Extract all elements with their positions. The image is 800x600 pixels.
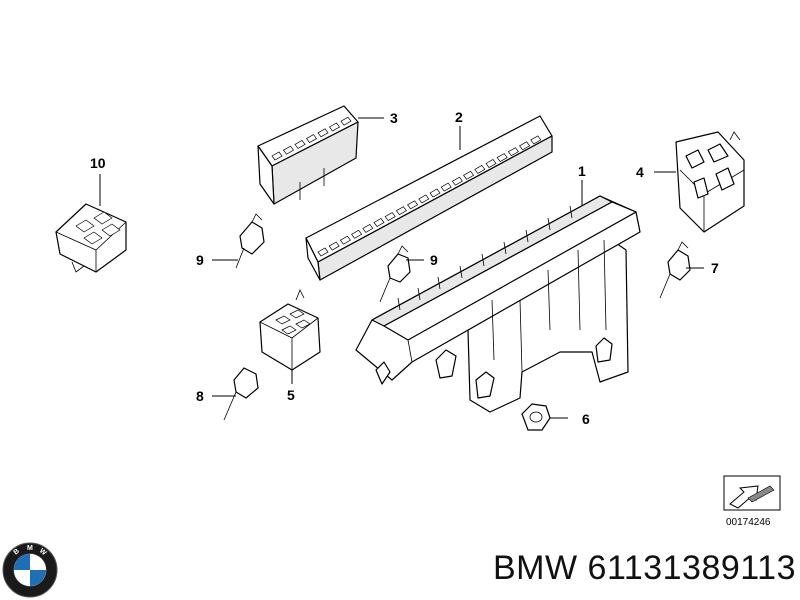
brand-name: BMW [492,549,578,587]
connector-cell [340,116,352,126]
connector-cell [530,135,542,145]
part-9-terminal-top [235,213,265,269]
callout-2: 2 [455,109,463,125]
connector-cell [282,145,295,155]
callout-4: 4 [636,164,644,180]
callout-9-right: 9 [430,252,438,268]
connector-cell [395,206,407,216]
connector-cell [271,151,283,161]
part-8-terminal [223,367,259,421]
connector-cell [328,122,341,132]
leader-lines [99,117,704,419]
connector-cell [407,200,419,210]
connector-cell [485,159,497,168]
connector-cell [362,223,374,233]
callout-8: 8 [196,388,204,404]
connector-cell [384,212,396,222]
part-number: 61131389113 [587,549,796,587]
connector-cell [519,141,531,151]
connector-cell [351,229,363,239]
connector-cell [294,139,306,149]
connector-cell [463,170,475,180]
short-connector-cells [271,116,352,161]
connector-cell [317,128,329,138]
connector-cell [440,182,452,192]
connector-cell [317,247,329,257]
connector-cell [373,218,385,227]
callout-3: 3 [390,110,398,126]
callout-6: 6 [582,411,590,427]
connector-cell [451,176,463,186]
callout-7: 7 [711,260,719,276]
svg-text:B: B [13,548,21,557]
part-10-relay-socket [55,203,127,273]
part-7-terminal [659,241,691,299]
callout-numbers: 1 2 3 4 5 6 7 8 9 9 10 [90,109,719,427]
part-6-hex-nut [521,403,551,431]
part-9-terminal-middle [379,245,411,303]
callout-9-left: 9 [196,252,204,268]
reference-code: 00174246 [726,517,771,528]
callout-1: 1 [578,163,586,179]
connector-cell [305,134,318,144]
connector-cell [328,241,340,251]
bmw-logo-icon: B M W [2,542,58,598]
connector-strip-cells [317,135,542,257]
connector-cell [496,153,508,163]
svg-text:M: M [27,545,33,552]
reference-box: 00174246 [723,475,781,528]
svg-text:W: W [38,547,48,557]
part-4-relay-housing [675,131,745,233]
part-2-connector-strip [305,115,553,281]
connector-cell [429,188,441,198]
part-caption: BMW 61131389113 [412,546,796,590]
callout-10: 10 [90,155,106,171]
part-1-housing [355,195,641,413]
connector-cell [507,147,519,157]
connector-cell [339,235,351,245]
connector-cell [474,164,486,174]
part-5-relay-socket [259,289,321,371]
callout-5: 5 [287,387,295,403]
connector-cell [418,194,430,204]
part-3-short-connector [257,105,359,205]
